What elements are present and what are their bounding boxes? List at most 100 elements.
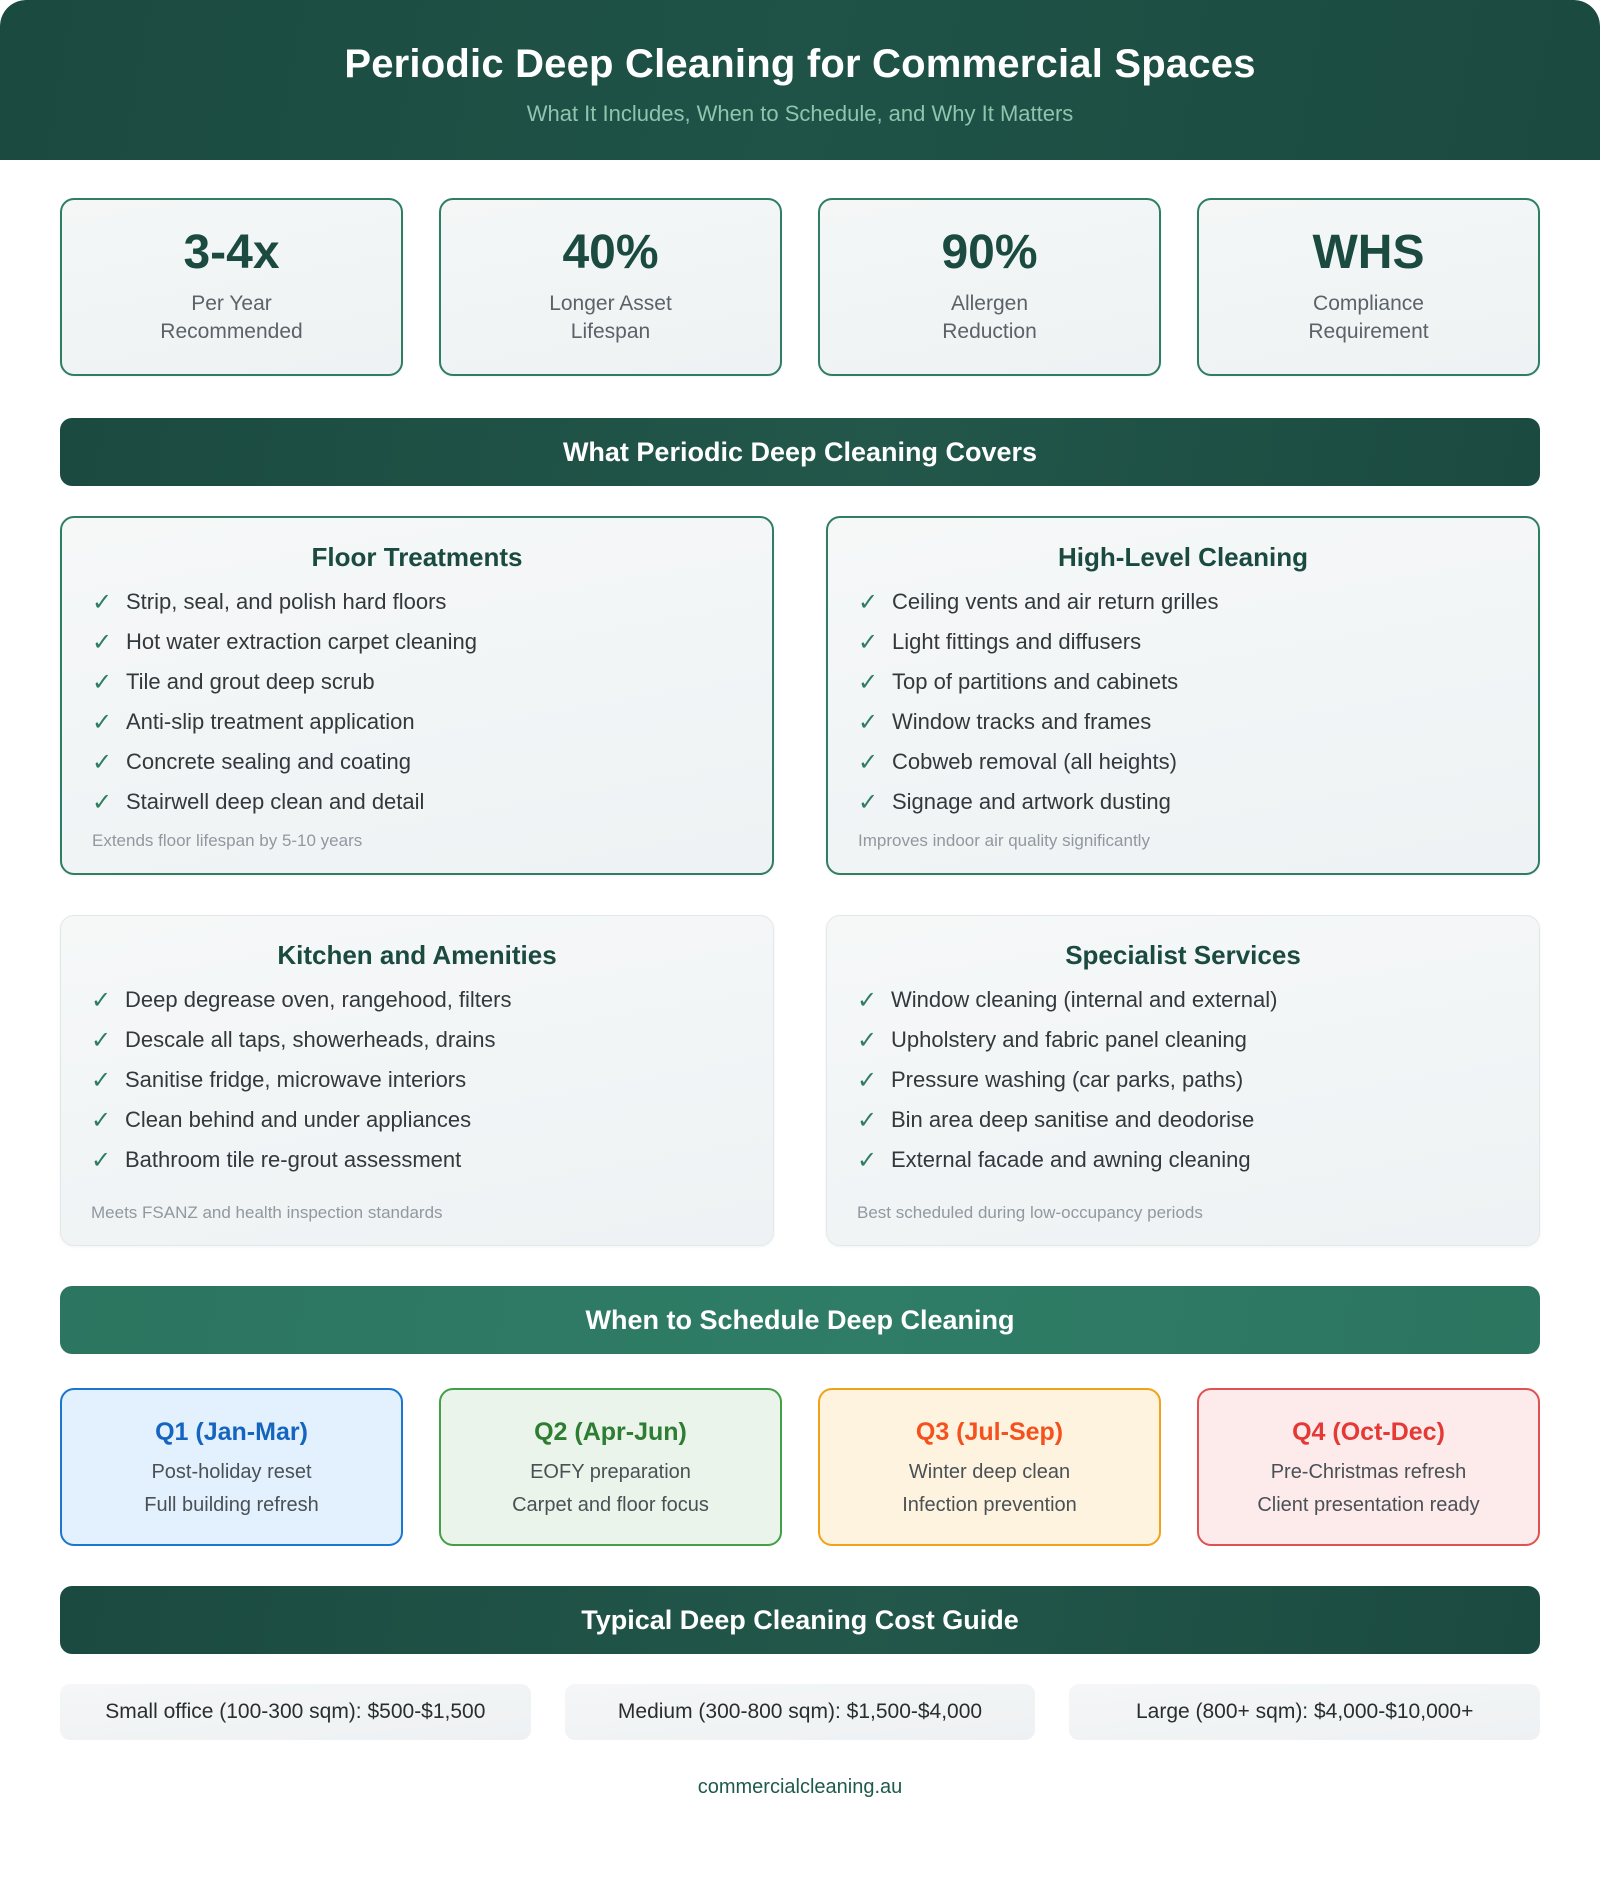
card-note: Meets FSANZ and health inspection standa… (91, 1203, 443, 1222)
list-item-label: Bin area deep sanitise and deodorise (891, 1107, 1255, 1132)
list-item-label: Anti-slip treatment application (126, 709, 415, 734)
stat-value: WHS (1312, 226, 1425, 280)
coverage-card-floor-treatments: Floor Treatments ✓ Strip, seal, and poli… (60, 516, 774, 875)
list-item-label: Upholstery and fabric panel cleaning (891, 1027, 1247, 1052)
list-item-label: External facade and awning cleaning (891, 1147, 1251, 1172)
stat-label-line2: Reduction (942, 320, 1037, 344)
list-item: ✓ Anti-slip treatment application (92, 709, 742, 735)
list-item: ✓ Hot water extraction carpet cleaning (92, 629, 742, 655)
check-icon: ✓ (91, 1107, 112, 1134)
quarter-line-1: EOFY preparation (530, 1460, 691, 1483)
list-item-label: Signage and artwork dusting (892, 789, 1171, 814)
check-icon: ✓ (92, 789, 113, 816)
list-item: ✓ Upholstery and fabric panel cleaning (857, 1027, 1509, 1053)
check-icon: ✓ (92, 589, 113, 616)
list-item-label: Top of partitions and cabinets (892, 669, 1179, 694)
quarter-line-1: Pre-Christmas refresh (1270, 1460, 1467, 1483)
check-icon: ✓ (91, 1027, 112, 1054)
quarter-card-q2: Q2 (Apr-Jun) EOFY preparation Carpet and… (439, 1388, 782, 1546)
list-item-label: Strip, seal, and polish hard floors (126, 589, 447, 614)
card-item-list: ✓ Window cleaning (internal and external… (857, 987, 1509, 1173)
footer-website: commercialcleaning.au (697, 1776, 903, 1798)
stat-card-row: 3-4x Per Year Recommended 40% Longer Ass… (0, 160, 1600, 376)
section-banner-covers-label: What Periodic Deep Cleaning Covers (562, 436, 1038, 467)
quarter-title: Q1 (Jan-Mar) (155, 1417, 308, 1446)
section-banner-schedule: When to Schedule Deep Cleaning (60, 1286, 1540, 1354)
list-item: ✓ Stairwell deep clean and detail (92, 789, 742, 815)
stat-card: 40% Longer Asset Lifespan (439, 198, 782, 376)
list-item-label: Hot water extraction carpet cleaning (126, 629, 477, 654)
stat-label-line1: Compliance (1313, 292, 1424, 316)
stat-label: Allergen Reduction (942, 290, 1037, 345)
coverage-card-specialist-services: Specialist Services ✓ Window cleaning (i… (826, 915, 1540, 1246)
list-item-label: Bathroom tile re-grout assessment (125, 1147, 462, 1172)
cost-pill-row: Small office (100-300 sqm): $500-$1,500 … (0, 1654, 1600, 1740)
stat-label-line2: Requirement (1308, 320, 1429, 344)
list-item-label: Descale all taps, showerheads, drains (125, 1027, 496, 1052)
check-icon: ✓ (857, 1147, 878, 1174)
list-item: ✓ Window cleaning (internal and external… (857, 987, 1509, 1013)
quarter-line-2: Full building refresh (144, 1493, 319, 1516)
coverage-card-high-level-cleaning: High-Level Cleaning ✓ Ceiling vents and … (826, 516, 1540, 875)
check-icon: ✓ (858, 709, 879, 736)
list-item: ✓ Sanitise fridge, microwave interiors (91, 1067, 743, 1093)
card-item-list: ✓ Deep degrease oven, rangehood, filters… (91, 987, 743, 1173)
list-item: ✓ External facade and awning cleaning (857, 1147, 1509, 1173)
check-icon: ✓ (858, 629, 879, 656)
list-item: ✓ Cobweb removal (all heights) (858, 749, 1508, 775)
check-icon: ✓ (91, 987, 112, 1014)
card-note: Improves indoor air quality significantl… (858, 831, 1150, 850)
check-icon: ✓ (91, 1147, 112, 1174)
check-icon: ✓ (92, 669, 113, 696)
page-title: Periodic Deep Cleaning for Commercial Sp… (344, 41, 1256, 86)
stat-value: 90% (941, 226, 1038, 280)
quarter-line-2: Client presentation ready (1257, 1493, 1480, 1516)
stat-label-line1: Longer Asset (549, 292, 672, 316)
check-icon: ✓ (857, 1107, 878, 1134)
check-icon: ✓ (858, 589, 879, 616)
stat-value: 3-4x (183, 226, 280, 280)
quarter-title: Q3 (Jul-Sep) (915, 1417, 1064, 1446)
list-item-label: Window tracks and frames (892, 709, 1152, 734)
stat-label: Per Year Recommended (160, 290, 302, 345)
list-item-label: Window cleaning (internal and external) (891, 987, 1278, 1012)
stat-label-line2: Lifespan (570, 320, 651, 344)
quarter-line-1: Winter deep clean (908, 1460, 1071, 1483)
check-icon: ✓ (858, 789, 879, 816)
section-banner-cost-label: Typical Deep Cleaning Cost Guide (581, 1604, 1019, 1635)
list-item: ✓ Signage and artwork dusting (858, 789, 1508, 815)
quarter-line-2: Carpet and floor focus (512, 1493, 709, 1516)
quarter-card-q3: Q3 (Jul-Sep) Winter deep clean Infection… (818, 1388, 1161, 1546)
stat-label-line1: Per Year (191, 292, 272, 316)
list-item: ✓ Concrete sealing and coating (92, 749, 742, 775)
card-title: Kitchen and Amenities (277, 940, 557, 970)
stat-card: 3-4x Per Year Recommended (60, 198, 403, 376)
cost-pill-label: Large (800+ sqm): $4,000-$10,000+ (1135, 1700, 1474, 1723)
list-item-label: Ceiling vents and air return grilles (892, 589, 1219, 614)
list-item-label: Light fittings and diffusers (892, 629, 1142, 654)
quarter-line-2: Infection prevention (902, 1493, 1077, 1516)
list-item: ✓ Clean behind and under appliances (91, 1107, 743, 1133)
stat-card: WHS Compliance Requirement (1197, 198, 1540, 376)
card-note: Extends floor lifespan by 5-10 years (92, 831, 363, 850)
list-item: ✓ Descale all taps, showerheads, drains (91, 1027, 743, 1053)
list-item: ✓ Tile and grout deep scrub (92, 669, 742, 695)
list-item: ✓ Ceiling vents and air return grilles (858, 589, 1508, 615)
list-item: ✓ Top of partitions and cabinets (858, 669, 1508, 695)
check-icon: ✓ (92, 709, 113, 736)
list-item: ✓ Window tracks and frames (858, 709, 1508, 735)
cost-pill-label: Small office (100-300 sqm): $500-$1,500 (105, 1700, 486, 1723)
stat-value: 40% (562, 226, 659, 280)
check-icon: ✓ (92, 749, 113, 776)
list-item: ✓ Bathroom tile re-grout assessment (91, 1147, 743, 1173)
check-icon: ✓ (858, 749, 879, 776)
stat-label-line2: Recommended (160, 320, 303, 344)
list-item-label: Sanitise fridge, microwave interiors (125, 1067, 467, 1092)
check-icon: ✓ (92, 629, 113, 656)
card-title: Specialist Services (1065, 940, 1301, 970)
check-icon: ✓ (857, 987, 878, 1014)
cost-pill-large: Large (800+ sqm): $4,000-$10,000+ (1069, 1684, 1541, 1740)
quarter-line-1: Post-holiday reset (151, 1460, 312, 1483)
stat-label: Longer Asset Lifespan (549, 290, 672, 345)
